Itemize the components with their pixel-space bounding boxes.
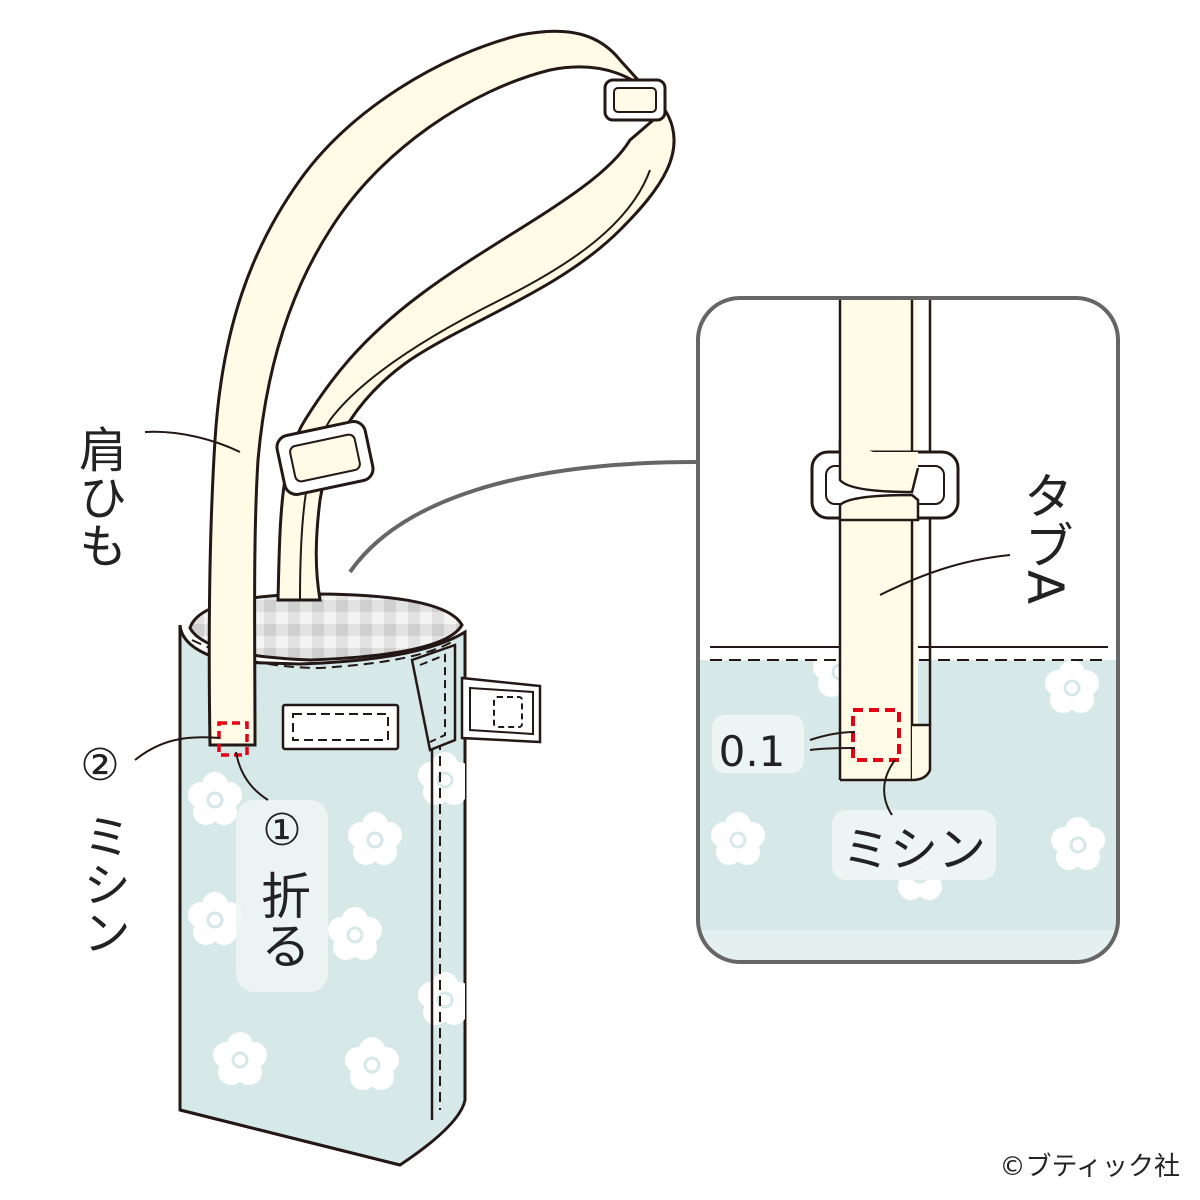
sew-label-text: ミシン xyxy=(74,812,130,956)
detail-panel: タブA 0.1 ミシン xyxy=(696,296,1120,964)
fold-annotation: ① 折る xyxy=(253,805,311,970)
fold-label-pad xyxy=(236,800,328,992)
bag-lining xyxy=(188,592,464,662)
bottle-bag xyxy=(178,592,542,1167)
strap-top-ring xyxy=(603,78,667,122)
detail-sew-label: ミシン xyxy=(842,822,986,878)
strap-slider xyxy=(275,420,375,496)
detail-connector xyxy=(348,460,698,574)
fold-step-number: ① xyxy=(262,805,301,856)
stitch-box-red xyxy=(217,721,249,757)
leader-lines xyxy=(134,430,269,801)
strap-label: 肩ひも xyxy=(70,425,126,569)
fold-label-text: 折る xyxy=(253,870,311,970)
shoulder-strap xyxy=(207,29,676,757)
detail-tab-strap xyxy=(838,300,932,782)
margin-label: 0.1 xyxy=(719,727,786,776)
detail-ring xyxy=(810,440,960,522)
side-tab xyxy=(410,643,457,752)
sew-step-number: ② xyxy=(80,740,119,791)
sew-annotation: ② ミシン xyxy=(74,740,130,956)
strap-label-text: 肩ひも xyxy=(70,425,126,569)
right-tab-loop xyxy=(460,676,542,744)
tab-a-label: タブA xyxy=(1016,470,1074,604)
copyright-text: ©ブティック社 xyxy=(1000,1152,1180,1182)
detail-stitch-box xyxy=(851,708,901,762)
front-tab xyxy=(281,703,400,751)
